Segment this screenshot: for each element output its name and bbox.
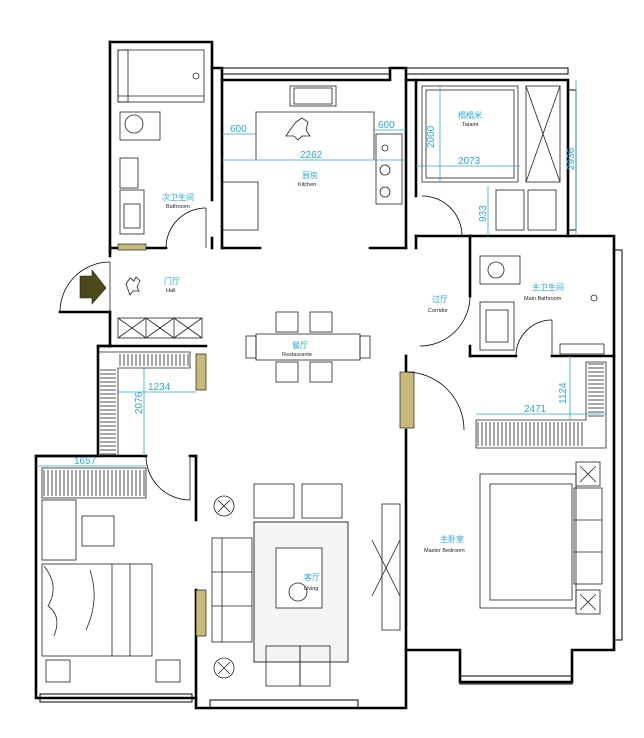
dim-closet-width: 1234 <box>148 382 171 393</box>
dim-tatami-total: 2936 <box>566 147 577 170</box>
dim-kitchen-width: 2262 <box>300 150 323 161</box>
dim-master-closet-width: 2471 <box>524 404 547 415</box>
room-labels: 次卫生间 Bathroom 厨房 Kitchen 榻榻米 Tatami 门厅 H… <box>162 110 564 592</box>
master-bedroom <box>405 361 607 615</box>
label-living-room-en: Living <box>304 586 318 592</box>
main-bathroom <box>419 255 605 357</box>
dim-bedroom2-width: 1657 <box>74 456 97 467</box>
second-bedroom <box>41 455 191 683</box>
kitchen-fixtures <box>221 85 403 231</box>
tatami-room <box>421 85 561 237</box>
entry-door <box>59 261 141 313</box>
label-hall-cn: 门厅 <box>164 276 180 286</box>
label-secondary-bathroom-cn: 次卫生间 <box>162 192 194 202</box>
label-tatami-cn: 榻榻米 <box>458 110 482 120</box>
label-secondary-bathroom-en: Bathroom <box>166 204 190 210</box>
hall-cabinet <box>117 317 203 339</box>
label-main-bathroom-cn: 主卫生间 <box>532 282 564 292</box>
wall-hatching <box>117 243 415 637</box>
dim-tatami-height: 2000 <box>426 125 437 148</box>
dim-closet-depth: 2076 <box>134 391 145 414</box>
label-kitchen-en: Kitchen <box>298 182 316 188</box>
label-hall-en: Hall <box>166 288 175 294</box>
dim-tatami-width: 2073 <box>458 156 481 167</box>
label-main-bathroom-en: Main Bathroom <box>524 296 562 302</box>
outer-walls <box>34 40 623 710</box>
entry-arrow-icon <box>79 269 107 305</box>
label-restaurant-cn: 餐厅 <box>292 341 308 350</box>
label-corridor-en: Corridor <box>428 308 448 314</box>
label-master-bedroom-cn: 主卧室 <box>440 534 464 544</box>
label-kitchen-cn: 厨房 <box>302 170 318 180</box>
label-tatami-en: Tatami <box>462 122 478 128</box>
dim-tatami-lower: 933 <box>478 205 489 222</box>
dim-master-closet-depth: 1124 <box>558 382 569 404</box>
label-corridor-cn: 过厅 <box>432 294 448 304</box>
label-master-bedroom-en: Master Bedroom <box>424 548 465 554</box>
label-restaurant-en: Restaurante <box>282 352 312 358</box>
dining-set <box>245 311 371 383</box>
label-living-room-cn: 客厅 <box>304 572 320 582</box>
dim-kitchen-right: 600 <box>378 120 395 131</box>
living-room-furniture <box>211 483 401 687</box>
dim-kitchen-left: 600 <box>230 124 247 135</box>
corridor-wardrobe <box>97 351 191 457</box>
secondary-bathroom <box>117 49 207 249</box>
dimension-lines: 600 600 2262 2000 2073 2936 933 1234 207… <box>36 80 606 467</box>
